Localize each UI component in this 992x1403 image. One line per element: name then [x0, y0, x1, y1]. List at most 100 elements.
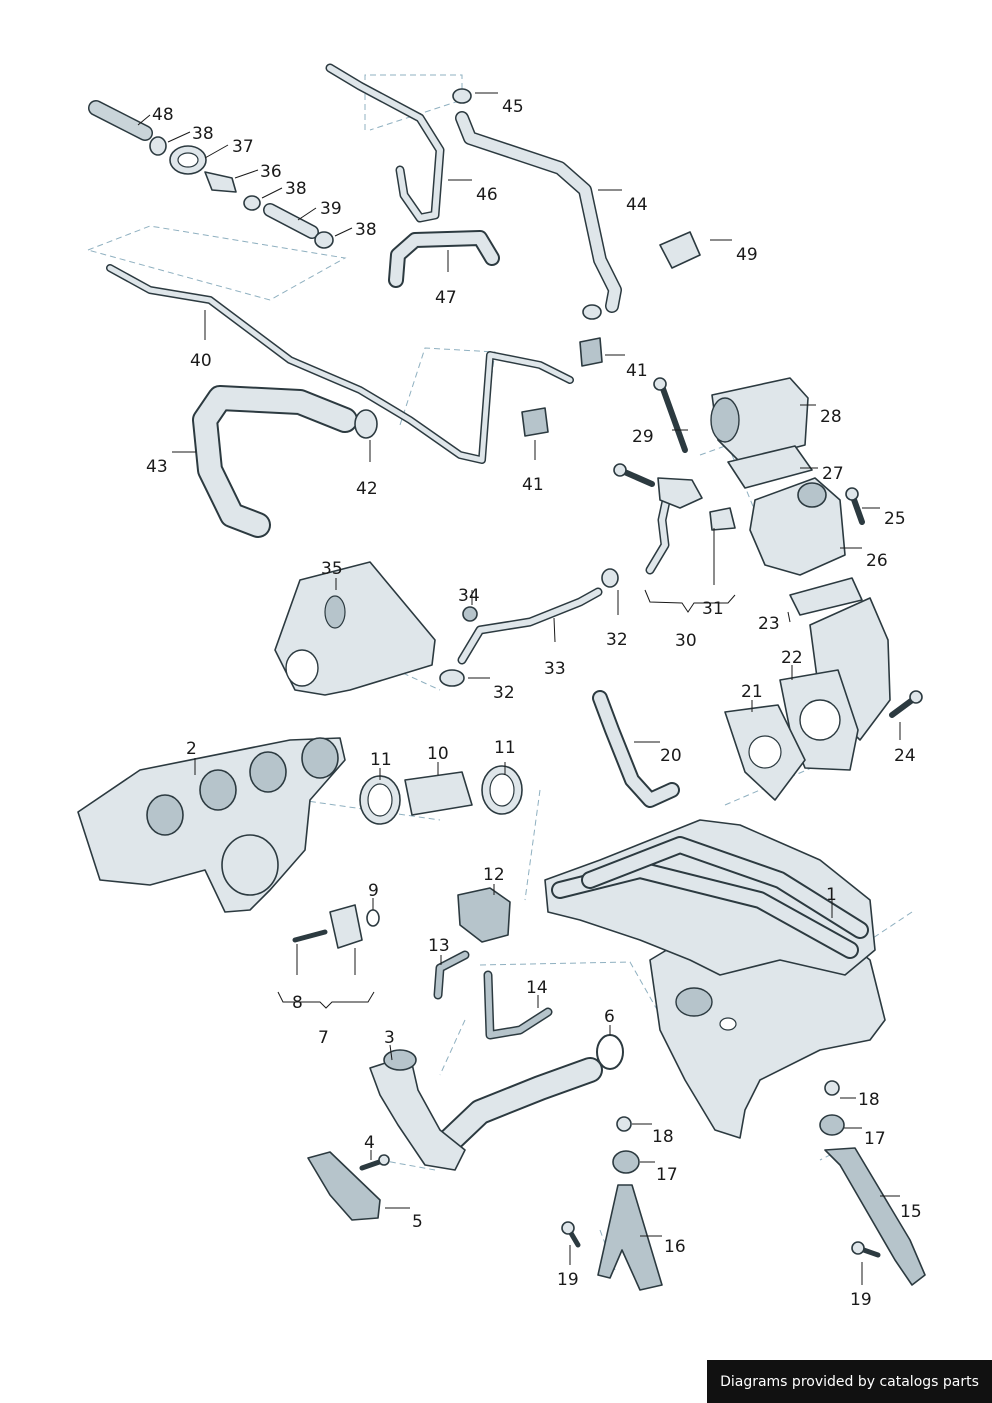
bolt-25 — [845, 487, 865, 525]
bolt-24 — [889, 690, 923, 718]
callout-31: 31 — [702, 599, 724, 619]
callout-33: 33 — [544, 659, 566, 679]
callout-3: 3 — [384, 1028, 395, 1048]
bolt-19-left — [561, 1221, 581, 1248]
callout-10: 10 — [427, 744, 449, 764]
gasket-23 — [789, 577, 863, 616]
callout-29: 29 — [632, 427, 654, 447]
credit-banner: Diagrams provided by catalogs parts — [707, 1360, 992, 1403]
nut-34 — [462, 606, 478, 622]
clamp-ring-37 — [169, 145, 207, 175]
holder-41-low — [521, 407, 549, 437]
pipe-46 — [325, 63, 445, 223]
callout-41-a: 41 — [626, 361, 648, 381]
callout-49: 49 — [736, 245, 758, 265]
hose-13 — [433, 950, 470, 1000]
callout-41-b: 41 — [522, 475, 544, 495]
callout-19b: 19 — [850, 1290, 872, 1310]
callout-28: 28 — [820, 407, 842, 427]
o-ring-9 — [366, 909, 380, 927]
sensor-8 — [292, 904, 363, 949]
hose-43 — [192, 385, 358, 538]
gasket-21 — [724, 704, 806, 801]
callout-13: 13 — [428, 936, 450, 956]
callout-21: 21 — [741, 682, 763, 702]
hose-20 — [592, 690, 680, 808]
callout-34: 34 — [458, 586, 480, 606]
intake-manifold-2 — [77, 737, 346, 913]
callout-6: 6 — [604, 1007, 615, 1027]
callout-2: 2 — [186, 739, 197, 759]
callout-1: 1 — [826, 885, 837, 905]
callout-22: 22 — [781, 648, 803, 668]
clamp-32-top — [601, 568, 619, 588]
callout-48: 48 — [152, 105, 174, 125]
intake-tube-3 — [369, 1049, 603, 1171]
callout-27: 27 — [822, 464, 844, 484]
callout-40: 40 — [190, 351, 212, 371]
hose-44 — [455, 111, 622, 313]
clamp-44-end — [582, 304, 602, 320]
callout-7: 7 — [318, 1028, 329, 1048]
callout-24: 24 — [894, 746, 916, 766]
callout-19a: 19 — [557, 1270, 579, 1290]
callout-30: 30 — [675, 631, 697, 651]
callout-23: 23 — [758, 614, 780, 634]
callout-46: 46 — [476, 185, 498, 205]
hose-48 — [88, 100, 153, 141]
callout-5: 5 — [412, 1212, 423, 1232]
leader-lines — [137, 92, 901, 1285]
mount-17-right — [819, 1114, 845, 1136]
bolt-4 — [359, 1154, 390, 1171]
intake-manifold-1 — [544, 819, 886, 1139]
bracket-15 — [824, 1147, 926, 1286]
clamp-42 — [354, 409, 378, 439]
callout-38-c: 38 — [355, 220, 377, 240]
callout-17-right: 17 — [864, 1129, 886, 1149]
gasket-27 — [727, 445, 813, 489]
clamp-11-right — [481, 765, 523, 815]
valve-12 — [457, 887, 511, 943]
callout-39: 39 — [320, 199, 342, 219]
callout-15: 15 — [900, 1202, 922, 1222]
callout-18b: 18 — [652, 1127, 674, 1147]
mount-17-left — [612, 1150, 640, 1174]
pipe-31 — [645, 477, 703, 575]
callout-9: 9 — [368, 881, 379, 901]
filter-sleeve-10 — [404, 771, 473, 816]
nut-18-left — [616, 1116, 632, 1132]
callout-8: 8 — [292, 993, 303, 1013]
egr-valve-26 — [749, 477, 846, 576]
bolt-29 — [653, 377, 688, 453]
callout-11-a: 11 — [370, 750, 392, 770]
check-valve-36 — [204, 171, 237, 193]
callout-38-a: 38 — [192, 124, 214, 144]
holder-41-top — [579, 337, 603, 367]
hose-39 — [263, 203, 319, 239]
callout-25: 25 — [884, 509, 906, 529]
bracket-49 — [659, 231, 701, 269]
callout-32-b: 32 — [493, 683, 515, 703]
callout-17b: 17 — [656, 1165, 678, 1185]
callout-26: 26 — [866, 551, 888, 571]
clamp-38-mid — [243, 195, 261, 211]
callout-18-right: 18 — [858, 1090, 880, 1110]
callout-38-b: 38 — [285, 179, 307, 199]
callout-32-a: 32 — [606, 630, 628, 650]
callout-36: 36 — [260, 162, 282, 182]
callout-12: 12 — [483, 865, 505, 885]
callout-45: 45 — [502, 97, 524, 117]
callout-4: 4 — [364, 1133, 375, 1153]
callout-20: 20 — [660, 746, 682, 766]
nut-18-right — [824, 1080, 840, 1096]
callout-35: 35 — [321, 559, 343, 579]
callout-37: 37 — [232, 137, 254, 157]
callout-43: 43 — [146, 457, 168, 477]
callout-42: 42 — [356, 479, 378, 499]
pipe-33 — [457, 587, 603, 665]
cat-converter-35 — [274, 561, 436, 696]
hose-14 — [483, 970, 553, 1040]
